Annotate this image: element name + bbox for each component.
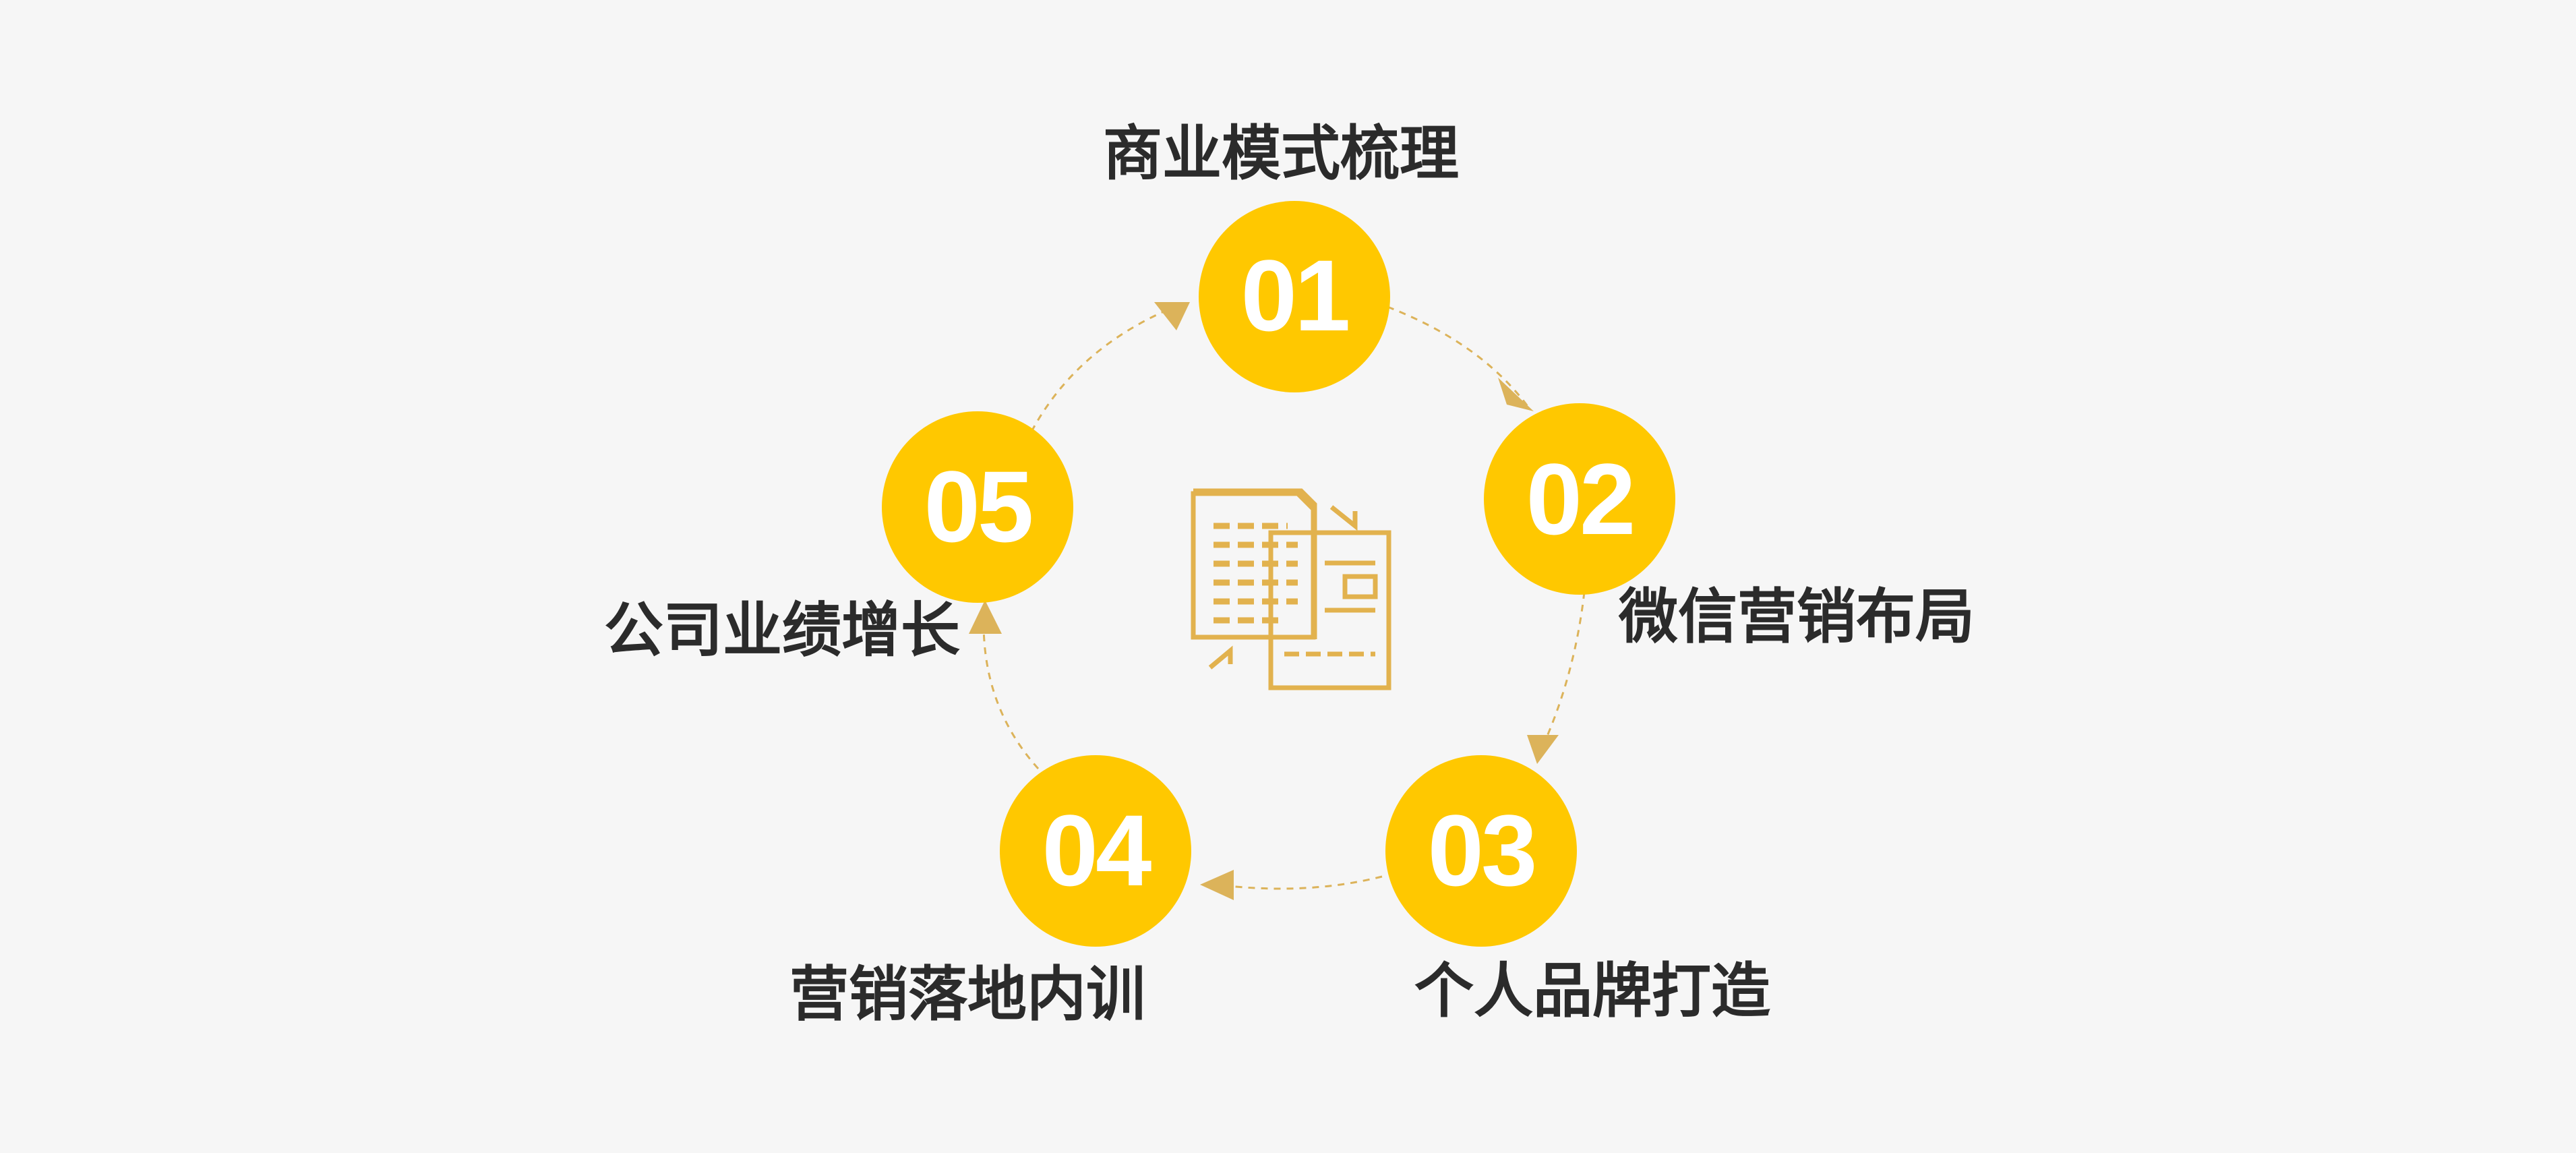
step-number: 04	[1042, 794, 1151, 907]
arrow-icon	[1527, 735, 1559, 764]
step-node-05: 05	[882, 411, 1073, 603]
connector-01-to-02	[1387, 305, 1532, 411]
connector-05-to-01	[1030, 302, 1184, 432]
step-number: 05	[924, 450, 1031, 563]
arrow-icon	[1154, 302, 1190, 330]
step-node-04: 04	[1000, 755, 1191, 947]
arrow-icon	[1498, 378, 1534, 411]
step-label: 微信营销布局	[1618, 582, 1975, 651]
step-number: 02	[1526, 442, 1634, 556]
step-label: 个人品牌打造	[1414, 956, 1770, 1026]
step-label: 公司业绩增长	[604, 595, 960, 665]
cycle-arrowheads	[969, 302, 1559, 900]
step-node-01: 01	[1199, 201, 1390, 392]
step-label: 营销落地内训	[789, 959, 1145, 1029]
step-label: 商业模式梳理	[1103, 119, 1459, 188]
step-number: 01	[1241, 239, 1348, 352]
step-node-02: 02	[1484, 403, 1675, 595]
arrow-icon	[969, 600, 1002, 634]
step-node-03: 03	[1385, 755, 1577, 947]
step-number: 03	[1428, 794, 1535, 907]
arrow-icon	[1200, 870, 1234, 900]
document-transfer-icon	[1191, 488, 1391, 690]
connector-02-to-03	[1536, 591, 1586, 759]
